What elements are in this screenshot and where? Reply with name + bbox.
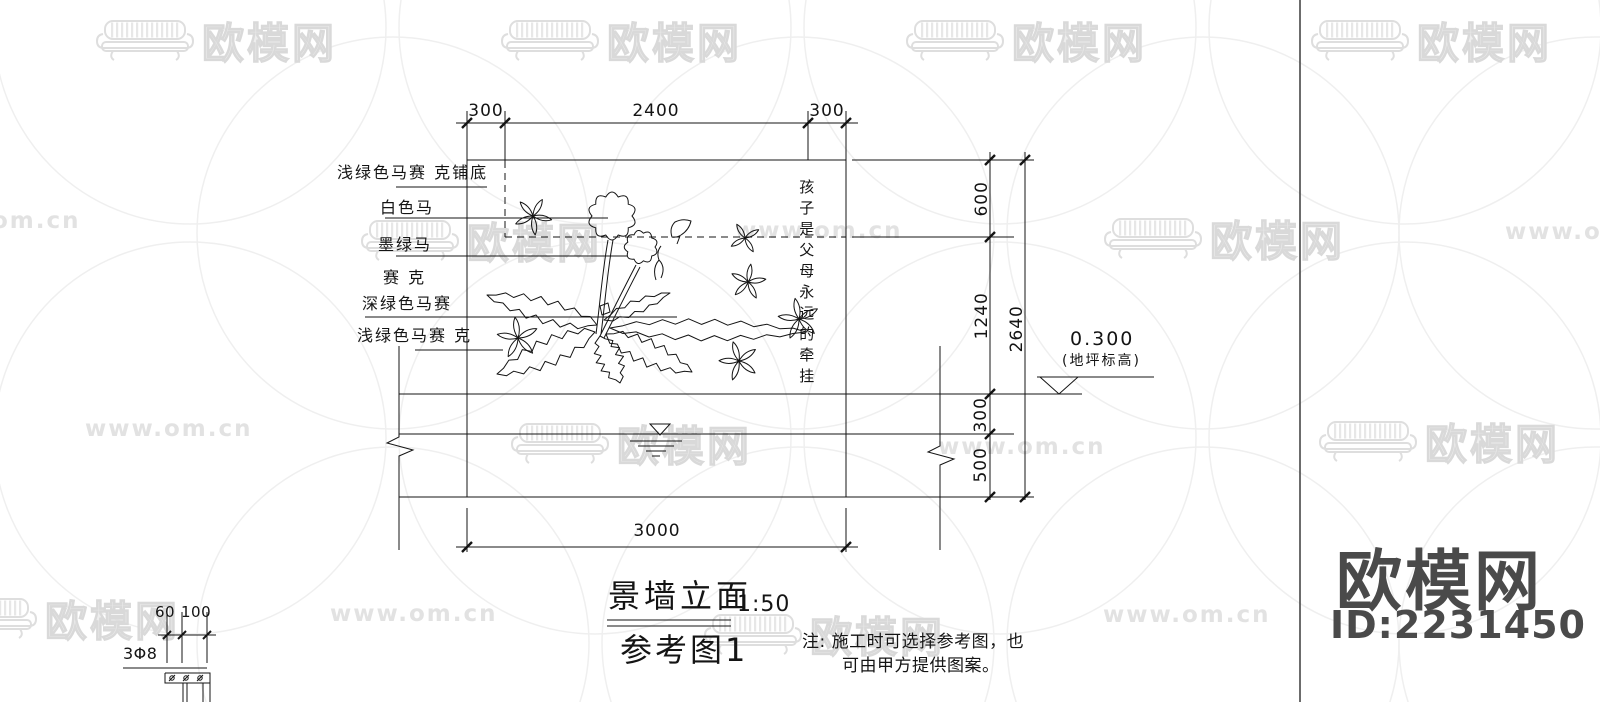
watermark-logo: 欧模网 bbox=[703, 604, 945, 665]
note-line-2: 可由甲方提供图案。 bbox=[842, 656, 1000, 676]
dim-extension-bottom bbox=[466, 508, 847, 552]
dim-top-left: 300 bbox=[468, 101, 504, 121]
elevation-marker-icon bbox=[1037, 376, 1154, 395]
site-id-watermark: ID:2231450 bbox=[1330, 603, 1586, 647]
material-label-2: 白色马 bbox=[380, 198, 435, 217]
material-label-5: 深绿色马赛 bbox=[362, 294, 453, 313]
dim-right-total-2640: 2640 bbox=[1007, 305, 1028, 353]
mosaic-border-dashed bbox=[504, 161, 846, 238]
dim-right-500: 500 bbox=[971, 447, 992, 483]
dim-right-1240: 1240 bbox=[972, 292, 993, 340]
watermark-logo: 欧模网 bbox=[0, 588, 180, 649]
wall-outline bbox=[466, 159, 847, 395]
watermark-logo: 欧模网 bbox=[500, 10, 742, 71]
note-line-1: 注: 施工时可选择参考图，也 bbox=[802, 632, 1025, 652]
watermark-logo: 欧模网 bbox=[905, 10, 1147, 71]
material-label-6: 浅绿色马赛 克 bbox=[357, 326, 473, 345]
break-symbol-right bbox=[926, 346, 956, 550]
break-symbol-left bbox=[385, 346, 415, 550]
material-label-1: 浅绿色马赛 克铺底 bbox=[337, 163, 489, 182]
material-label-4: 赛 克 bbox=[383, 268, 427, 287]
mural-vertical-text: 孩子是父母永远的牵挂 bbox=[797, 179, 816, 389]
title-underline bbox=[607, 619, 731, 627]
dimension-ticks bbox=[461, 117, 1031, 553]
wall-base-sides bbox=[466, 394, 847, 497]
material-label-3: 墨绿马 bbox=[378, 235, 433, 254]
drawing-title: 景墙立面 bbox=[608, 577, 753, 615]
watermark-brand-text: 欧模网 bbox=[201, 18, 338, 68]
watermark-url: www.om.cn bbox=[85, 416, 253, 442]
drawing-subtitle: 参考图1 bbox=[620, 631, 749, 669]
dim-chain-right bbox=[989, 152, 1026, 500]
elevation-label: (地坪标高) bbox=[1062, 353, 1141, 369]
dandelion-drawing bbox=[486, 191, 818, 384]
watermark-logo: 欧模网 bbox=[1310, 10, 1552, 71]
watermark-url: www.om.cn bbox=[330, 601, 498, 627]
site-brand-watermark: 欧模网 bbox=[1336, 543, 1543, 620]
small-leaf-motif bbox=[670, 219, 692, 245]
watermark-url: om.cn bbox=[0, 208, 81, 234]
watermark-url: www.om.cn bbox=[1505, 219, 1600, 245]
dim-extension-right bbox=[852, 159, 1034, 238]
material-leader-lines bbox=[365, 186, 677, 351]
dim-top-right: 300 bbox=[809, 101, 845, 121]
watermark-url: www.om.cn bbox=[938, 434, 1106, 460]
dandelion-stems bbox=[595, 219, 692, 339]
drawing-scale: 1:50 bbox=[737, 592, 791, 617]
dim-right-600: 600 bbox=[972, 181, 993, 217]
watermark-logo: 欧模网 bbox=[95, 10, 337, 71]
elevation-value: 0.300 bbox=[1070, 328, 1135, 350]
watermark-url: www.om.cn bbox=[735, 218, 903, 244]
detail-rebar-label: 3Φ8 bbox=[123, 644, 158, 663]
dim-extension-top bbox=[466, 111, 847, 161]
dim-bottom: 3000 bbox=[633, 521, 681, 541]
detail-dim-60: 60 bbox=[155, 603, 176, 621]
watermark-url: www.om.cn bbox=[1103, 602, 1271, 628]
water-level-icon bbox=[630, 423, 682, 457]
sprout-motif bbox=[654, 245, 664, 281]
watermark-logo: 欧模网 bbox=[1103, 208, 1345, 269]
watermark-logo: 欧模网 bbox=[360, 210, 602, 271]
detail-ticks bbox=[162, 630, 212, 640]
detail-dim-100: 100 bbox=[181, 603, 212, 621]
watermark-logo: 欧模网 bbox=[1318, 411, 1560, 472]
dim-top-middle: 2400 bbox=[632, 101, 680, 121]
